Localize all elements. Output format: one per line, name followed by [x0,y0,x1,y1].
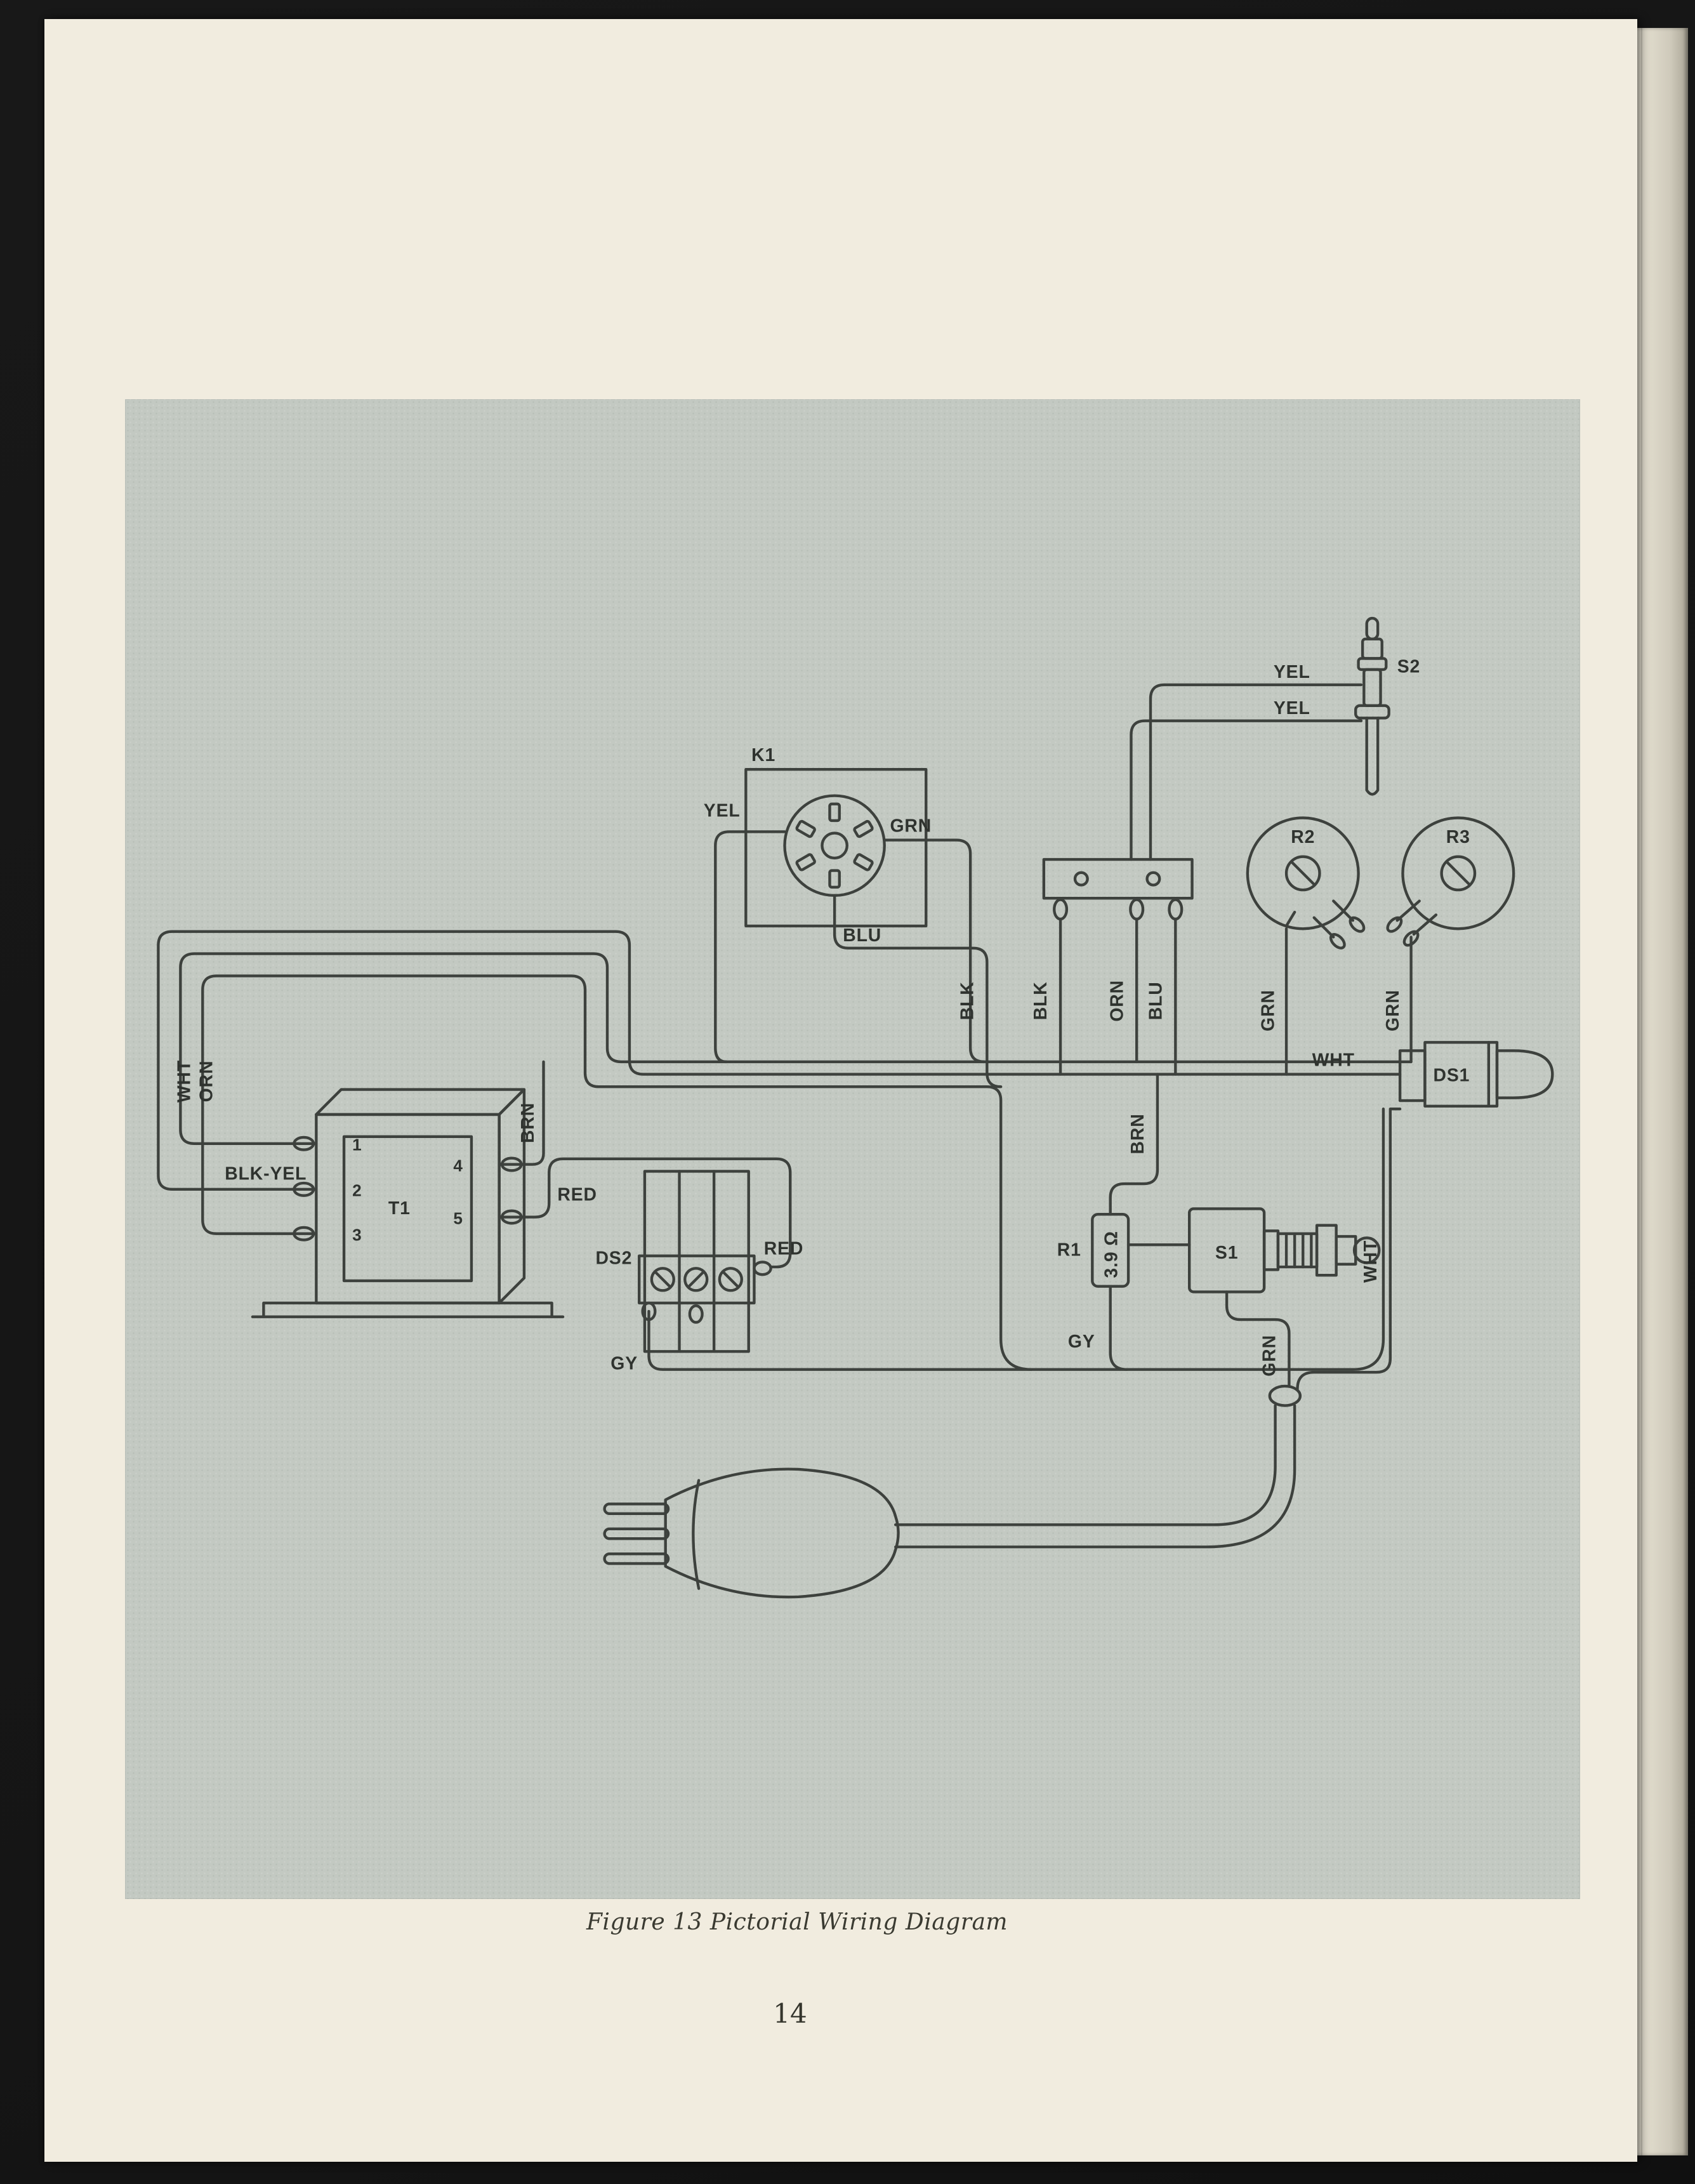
figure-caption: Figure 13 Pictorial Wiring Diagram [586,1909,1008,1935]
wht-ds1-label: WHT [1312,1050,1355,1070]
gy-ds2-label: GY [610,1354,638,1374]
s2-yel-upper-label: YEL [1274,662,1310,682]
k1-label: K1 [751,745,775,765]
k1-yel-label: YEL [704,800,741,821]
blk-strip-label: BLK [1031,981,1051,1020]
blkyel-t1-label: BLK-YEL [225,1164,307,1184]
wire-k1-grn [883,838,986,1064]
wire-brn-t1 [498,1060,545,1166]
control-r3 [1386,816,1515,947]
cord-top [894,1404,1277,1526]
switch-s1 [1187,1207,1381,1294]
orn-t1-label: ORN [197,1061,217,1102]
page-number: 14 [773,1998,807,2029]
terminal-block-ds2 [638,1170,772,1353]
grn-r2-label: GRN [1258,989,1278,1031]
relay-socket-k1 [744,767,928,928]
wire-k1-blu [833,894,1003,1089]
lamp-ds1 [1398,1041,1554,1108]
wire-red-t1 [498,1157,792,1269]
manual-page: K1 YEL GRN BLU YEL YEL S2 R2 R3 GRN GRN … [44,19,1637,2162]
red-ds2-label: RED [764,1238,804,1259]
diagram-panel: K1 YEL GRN BLU YEL YEL S2 R2 R3 GRN GRN … [125,399,1580,1899]
r2-label: R2 [1291,827,1315,847]
brn-t1-label: BRN [518,1102,538,1143]
red-t1-label: RED [557,1184,597,1205]
wht-cord-label: WHT [1361,1240,1381,1283]
r3-label: R3 [1446,827,1470,847]
wire-blk-yel [157,930,1402,1191]
blu-strip-label: BLU [1145,981,1166,1020]
t1-pin3: 3 [352,1226,362,1245]
t1-pin1: 1 [352,1135,362,1155]
wire-grn-s1 [1225,1290,1291,1388]
wire-orn-left-loop [201,974,1385,1371]
cord-bottom [894,1404,1296,1549]
ds2-label: DS2 [595,1248,632,1269]
blk-left-label: BLK [957,981,977,1020]
grn-cord-label: GRN [1260,1335,1280,1377]
switch-s2 [1354,616,1390,796]
wht-t1-label: WHT [175,1060,195,1102]
ds1-label: DS1 [1434,1065,1470,1085]
wire-s2-yel-upper [1149,683,1363,861]
diagram-labels: K1 YEL GRN BLU YEL YEL S2 R2 R3 GRN GRN … [175,656,1470,1376]
r1-label: R1 [1057,1240,1081,1261]
brn-s1-label: BRN [1128,1113,1148,1154]
t1-pin2: 2 [352,1181,362,1200]
s2-label: S2 [1397,656,1420,677]
t1-label: T1 [388,1198,411,1219]
r1-value: 3.9 Ω [1102,1231,1122,1278]
grn-r3-label: GRN [1383,989,1403,1031]
control-r2 [1246,816,1366,950]
k1-grn-label: GRN [890,816,932,836]
t1-pin5: 5 [453,1208,463,1228]
wire-k1-yel [714,830,786,1064]
s1-label: S1 [1215,1243,1238,1263]
cord-collar [1268,1384,1302,1407]
wire-s2-yel-lower [1130,719,1363,861]
k1-blu-label: BLU [843,925,881,946]
gy-r1-label: GY [1068,1332,1095,1352]
wires [157,683,1413,1549]
power-plug [603,1467,900,1599]
t1-pin4: 4 [453,1156,463,1175]
terminal-strip [1042,857,1194,921]
wire-wht-left [179,952,1413,1145]
wire-wht-cord [1296,1107,1402,1391]
orn-strip-label: ORN [1107,980,1127,1022]
transformer-t1 [251,1088,565,1318]
s2-yel-lower-label: YEL [1274,698,1310,718]
wire-gy-ds2 [647,1309,1033,1371]
wire-brn-s1 [1109,1073,1159,1216]
wire-gy-r1 [1109,1285,1129,1371]
wiring-diagram: K1 YEL GRN BLU YEL YEL S2 R2 R3 GRN GRN … [157,616,1554,1599]
resistor-r1 [1091,1212,1130,1288]
